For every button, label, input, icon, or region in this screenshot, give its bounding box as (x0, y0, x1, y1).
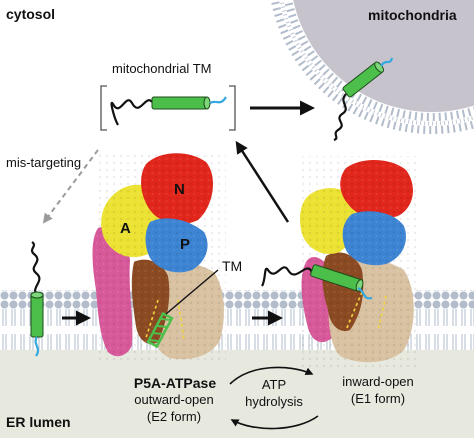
p5a-atpase-inward-open (261, 156, 420, 368)
mito-tm-protein (110, 96, 227, 126)
mitochondria-label: mitochondria (368, 7, 457, 23)
domain-a-label: A (120, 220, 131, 237)
e2-form-label: (E2 form) (146, 409, 202, 424)
mito-tm-brackets (100, 85, 236, 131)
tm-label: TM (222, 258, 243, 274)
mis-targeting-arrow (42, 149, 99, 224)
inward-open-label: inward-open (342, 374, 414, 389)
er-lumen-label: ER lumen (6, 414, 71, 430)
mis-targeting-label: mis-targeting (6, 155, 82, 170)
domain-p-label: P (180, 236, 191, 253)
cytosol-label: cytosol (6, 6, 56, 22)
cycle-arrow-top (229, 366, 314, 385)
er-misinserted-protein (30, 241, 44, 357)
mito-inserted-protein (333, 57, 394, 142)
hydrolysis-label: hydrolysis (245, 394, 303, 409)
arrow-extraction (235, 140, 290, 223)
mito-tm-label: mitochondrial TM (112, 61, 212, 76)
domain-n-label: N (174, 181, 185, 198)
e1-form-label: (E1 form) (350, 391, 406, 406)
tm-pointer (165, 269, 219, 315)
p5a-atpase-label: P5A-ATPase (133, 375, 217, 391)
cycle-arrow-bottom (230, 415, 319, 430)
outward-open-label: outward-open (134, 392, 214, 407)
atp-label: ATP (261, 377, 287, 392)
p5a-atpase-outward-open (92, 150, 226, 362)
mitochondrion (270, 0, 474, 134)
